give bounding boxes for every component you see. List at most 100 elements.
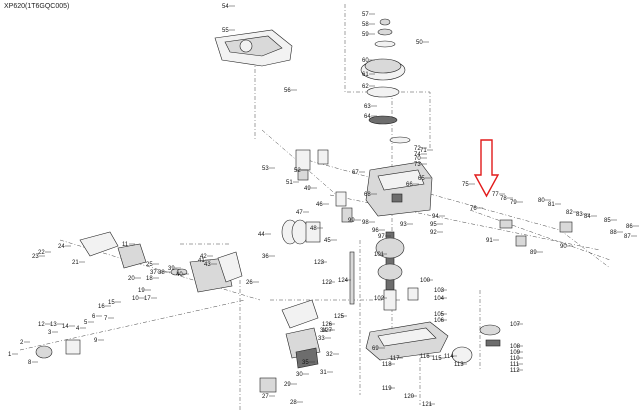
callout-number: 47 bbox=[296, 210, 303, 216]
callout-number: 21 bbox=[72, 260, 79, 266]
callout-number: 5 bbox=[84, 320, 88, 326]
callout-number: 117 bbox=[390, 356, 400, 362]
callout-number: 62 bbox=[362, 84, 369, 90]
callout-number: 82 bbox=[566, 210, 573, 216]
callout-number: 48 bbox=[310, 226, 317, 232]
callout-number: 70 bbox=[414, 156, 421, 162]
callout-number: 38 bbox=[158, 270, 165, 276]
callout-number: 22 bbox=[38, 250, 45, 256]
callout-number: 124 bbox=[338, 278, 349, 284]
callout-number: 23 bbox=[32, 254, 39, 260]
callout-number: 111 bbox=[510, 362, 520, 368]
callout-number: 8 bbox=[28, 360, 32, 366]
callout-number: 91 bbox=[486, 238, 493, 244]
callout-number: 11 bbox=[122, 242, 129, 248]
callout-number: 45 bbox=[324, 238, 331, 244]
callout-number: 67 bbox=[352, 170, 359, 176]
callout-number: 94 bbox=[432, 214, 439, 220]
callout-number: 17 bbox=[144, 296, 151, 302]
callout-number: 27 bbox=[262, 394, 269, 400]
callout-number: 114 bbox=[444, 354, 454, 360]
callout-number: 99 bbox=[348, 218, 355, 224]
callout-number: 78 bbox=[500, 196, 507, 202]
callout-number: 26 bbox=[246, 280, 253, 286]
hardware-group bbox=[35, 191, 573, 393]
crankcase bbox=[365, 321, 449, 361]
callout-number: 51 bbox=[286, 180, 293, 186]
callout-number: 113 bbox=[454, 362, 464, 368]
callout-number: 107 bbox=[510, 322, 521, 328]
cylinder-head-group bbox=[79, 231, 243, 293]
muffler-group bbox=[281, 299, 321, 369]
piston-group bbox=[281, 207, 353, 245]
callout-number: 79 bbox=[510, 200, 517, 206]
callout-number: 35 bbox=[302, 360, 309, 366]
callout-number: 7 bbox=[104, 316, 108, 322]
callout-number: 102 bbox=[374, 296, 385, 302]
callout-number: 4 bbox=[76, 326, 80, 332]
callout-number: 110 bbox=[510, 356, 520, 362]
callout-number: 13 bbox=[50, 322, 57, 328]
callout-number: 65 bbox=[418, 176, 425, 182]
callout-number: 98 bbox=[362, 220, 369, 226]
callout-number: 127 bbox=[322, 328, 333, 334]
callout-number: 18 bbox=[146, 276, 153, 282]
callout-number: 1 bbox=[8, 352, 12, 358]
callout-number: 88 bbox=[610, 230, 617, 236]
callout-number: 58 bbox=[362, 22, 369, 28]
callout-number: 115 bbox=[432, 356, 442, 362]
callout-number: 84 bbox=[584, 214, 591, 220]
callout-number: 85 bbox=[604, 218, 611, 224]
callout-number: 118 bbox=[382, 362, 392, 368]
callout-number: 106 bbox=[434, 318, 445, 324]
callout-number: 97 bbox=[378, 234, 385, 240]
callout-number: 2 bbox=[20, 340, 24, 346]
callout-number: 34 bbox=[320, 328, 327, 334]
callout-number: 28 bbox=[290, 400, 297, 406]
callout-number: 66 bbox=[406, 182, 413, 188]
callout-number: 36 bbox=[262, 254, 269, 260]
callout-number: 44 bbox=[258, 232, 265, 238]
callout-number: 71 bbox=[420, 148, 427, 154]
callout-number: 109 bbox=[510, 350, 521, 356]
callout-number: 50 bbox=[416, 40, 423, 46]
callout-number: 100 bbox=[420, 278, 431, 284]
callout-number: 122 bbox=[322, 280, 333, 286]
callout-number: 69 bbox=[372, 346, 379, 352]
callout-number: 25 bbox=[146, 262, 153, 268]
callout-number: 108 bbox=[510, 344, 521, 350]
callout-number: 96 bbox=[372, 228, 379, 234]
callout-number: 55 bbox=[222, 28, 229, 34]
callout-number: 61 bbox=[362, 72, 369, 78]
callout-number: 39 bbox=[168, 266, 175, 272]
gear-group bbox=[407, 287, 501, 364]
callout-number: 16 bbox=[98, 304, 105, 310]
crankshaft bbox=[375, 231, 405, 311]
callout-number: 49 bbox=[304, 186, 311, 192]
callout-number: 64 bbox=[364, 114, 371, 120]
callout-number: 116 bbox=[420, 354, 430, 360]
callout-number: 59 bbox=[362, 32, 369, 38]
callout-number: 83 bbox=[576, 212, 583, 218]
callout-number: 86 bbox=[626, 224, 633, 230]
callout-number: 87 bbox=[624, 234, 631, 240]
carburetor-group bbox=[295, 149, 329, 181]
callout-number: 73 bbox=[414, 162, 421, 168]
callout-number: 63 bbox=[364, 104, 371, 110]
callout-number: 125 bbox=[334, 314, 345, 320]
callout-number: 6 bbox=[92, 314, 96, 320]
callout-number: 19 bbox=[138, 288, 145, 294]
callout-number: 20 bbox=[128, 276, 135, 282]
callout-number: 89 bbox=[530, 250, 537, 256]
callout-number: 121 bbox=[422, 402, 433, 408]
callout-number: 3 bbox=[48, 330, 52, 336]
callout-number: 76 bbox=[470, 206, 477, 212]
callout-number: 75 bbox=[462, 182, 469, 188]
callout-number: 119 bbox=[382, 386, 392, 392]
callout-number: 57 bbox=[362, 12, 369, 18]
callout-number: 105 bbox=[434, 312, 445, 318]
blower-housing bbox=[214, 29, 293, 67]
callout-number: 14 bbox=[62, 324, 69, 330]
